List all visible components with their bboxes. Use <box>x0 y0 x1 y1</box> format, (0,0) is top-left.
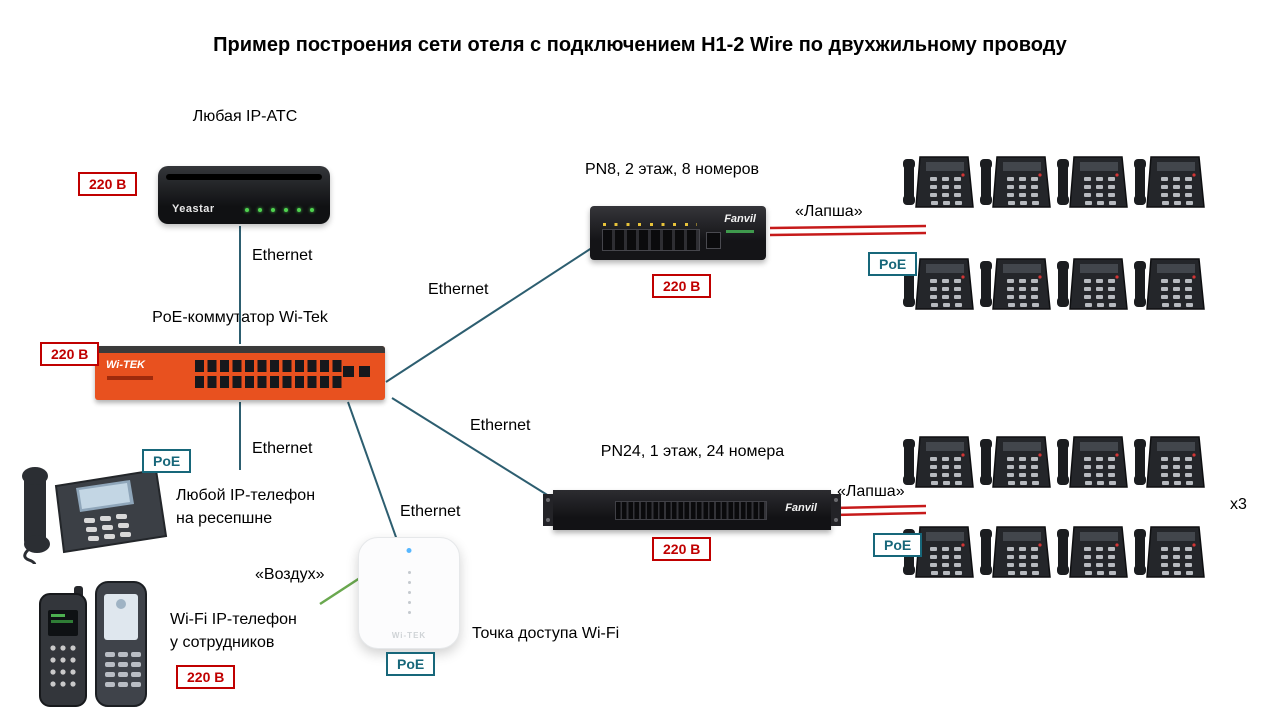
rack-ear-right <box>831 494 841 526</box>
ip-phone-icon <box>1134 156 1205 208</box>
poe-switch-label: PoE-коммутатор Wi-Tek <box>152 309 328 326</box>
wi-tek-logo: Wi-TEK <box>106 359 146 371</box>
pn24-ports <box>615 501 767 520</box>
power-badge-pn8: 220 В <box>652 274 712 298</box>
power-badge-handsets: 220 В <box>176 665 236 689</box>
ip-phone-icon <box>980 436 1051 488</box>
pn8-led-row <box>603 223 697 226</box>
ethernet-label-4: Ethernet <box>252 440 313 457</box>
page-title: Пример построения сети отеля с подключен… <box>213 34 1067 56</box>
phone-grid-floor-2 <box>903 150 1211 318</box>
ip-phone-icon <box>903 436 974 488</box>
switch-ports-row-2 <box>195 376 345 388</box>
pn8-uplink-port <box>706 232 721 249</box>
ip-phone-icon <box>1057 156 1128 208</box>
ip-phone-icon <box>1134 258 1205 310</box>
power-badge-pn24: 220 В <box>652 537 712 561</box>
ethernet-label-3: Ethernet <box>470 417 531 434</box>
ethernet-line-switch-pn8 <box>385 239 605 383</box>
ethernet-label-5: Ethernet <box>400 503 461 520</box>
ip-phone-icon <box>980 258 1051 310</box>
poe-badge-reception: PoE <box>142 449 192 473</box>
reception-desk-phone <box>22 467 168 564</box>
air-label: «Воздух» <box>255 566 325 583</box>
reception-phone-label-line2: на ресепшне <box>176 510 273 527</box>
ip-phone-icon <box>1134 526 1205 578</box>
noodle-label-pn24: «Лапша» <box>837 483 905 500</box>
ip-phone-icon <box>1057 436 1128 488</box>
wifi-phone-label-line2: у сотрудников <box>170 634 275 651</box>
ethernet-label-1: Ethernet <box>252 247 313 264</box>
sfp-port-1 <box>359 366 370 377</box>
poe-badge-pn8: PoE <box>868 252 918 276</box>
ip-phone-icon <box>1134 436 1205 488</box>
ip-phone-icon <box>980 156 1051 208</box>
ip-phone-icon <box>1057 258 1128 310</box>
poe-switch-device: Wi-TEK <box>95 346 385 400</box>
wi-tek-logo-underline <box>107 376 153 380</box>
switch-ports-row-1 <box>195 360 345 372</box>
ap-brand-logo: Wi-TEK <box>391 631 427 640</box>
wifi-handset-phones <box>39 581 147 707</box>
yeastar-logo: Yeastar <box>172 203 215 215</box>
ethernet-line-switch-ap <box>347 401 398 541</box>
noodle-label-pn8: «Лапша» <box>795 203 863 220</box>
access-point-label: Точка доступа Wi-Fi <box>472 625 620 642</box>
fanvil-logo-pn8: Fanvil <box>724 213 756 225</box>
ethernet-line-switch-pn24 <box>391 397 566 507</box>
multiplier-label: x3 <box>1230 496 1247 513</box>
ip-phone-icon <box>903 526 974 578</box>
pn8-switch-device: Fanvil <box>590 206 766 260</box>
ip-pbx-device: Yeastar <box>158 166 330 224</box>
ip-phone-icon <box>980 526 1051 578</box>
wifi-access-point-device: Wi-TEK <box>358 537 460 649</box>
pbx-front-slot <box>166 174 322 180</box>
poe-badge-ap: PoE <box>386 652 436 676</box>
ip-pbx-label: Любая IP-АТС <box>192 108 298 125</box>
ap-status-led <box>406 548 412 553</box>
pn24-label: PN24, 1 этаж, 24 номера <box>600 443 785 460</box>
pbx-led-indicators <box>245 208 314 212</box>
ap-speaker-dots <box>359 564 459 621</box>
pn8-green-marking <box>726 230 754 233</box>
pn8-ports <box>602 229 700 251</box>
sfp-port-2 <box>343 366 354 377</box>
pn24-switch-device: Fanvil <box>543 490 841 530</box>
reception-phone-label-line1: Любой IP-телефон <box>176 487 316 504</box>
pn8-label: PN8, 2 этаж, 8 номеров <box>584 161 760 178</box>
phone-grid-floor-1 <box>903 430 1211 586</box>
rack-ear-left <box>543 494 553 526</box>
ethernet-label-2: Ethernet <box>428 281 489 298</box>
power-badge-switch: 220 В <box>40 342 100 366</box>
fanvil-logo-pn24: Fanvil <box>785 502 817 514</box>
power-badge-pbx: 220 В <box>78 172 138 196</box>
poe-badge-pn24: PoE <box>873 533 923 557</box>
ip-phone-icon <box>1057 526 1128 578</box>
wifi-phone-label-line1: Wi-Fi IP-телефон <box>170 611 297 628</box>
ip-phone-icon <box>903 156 974 208</box>
